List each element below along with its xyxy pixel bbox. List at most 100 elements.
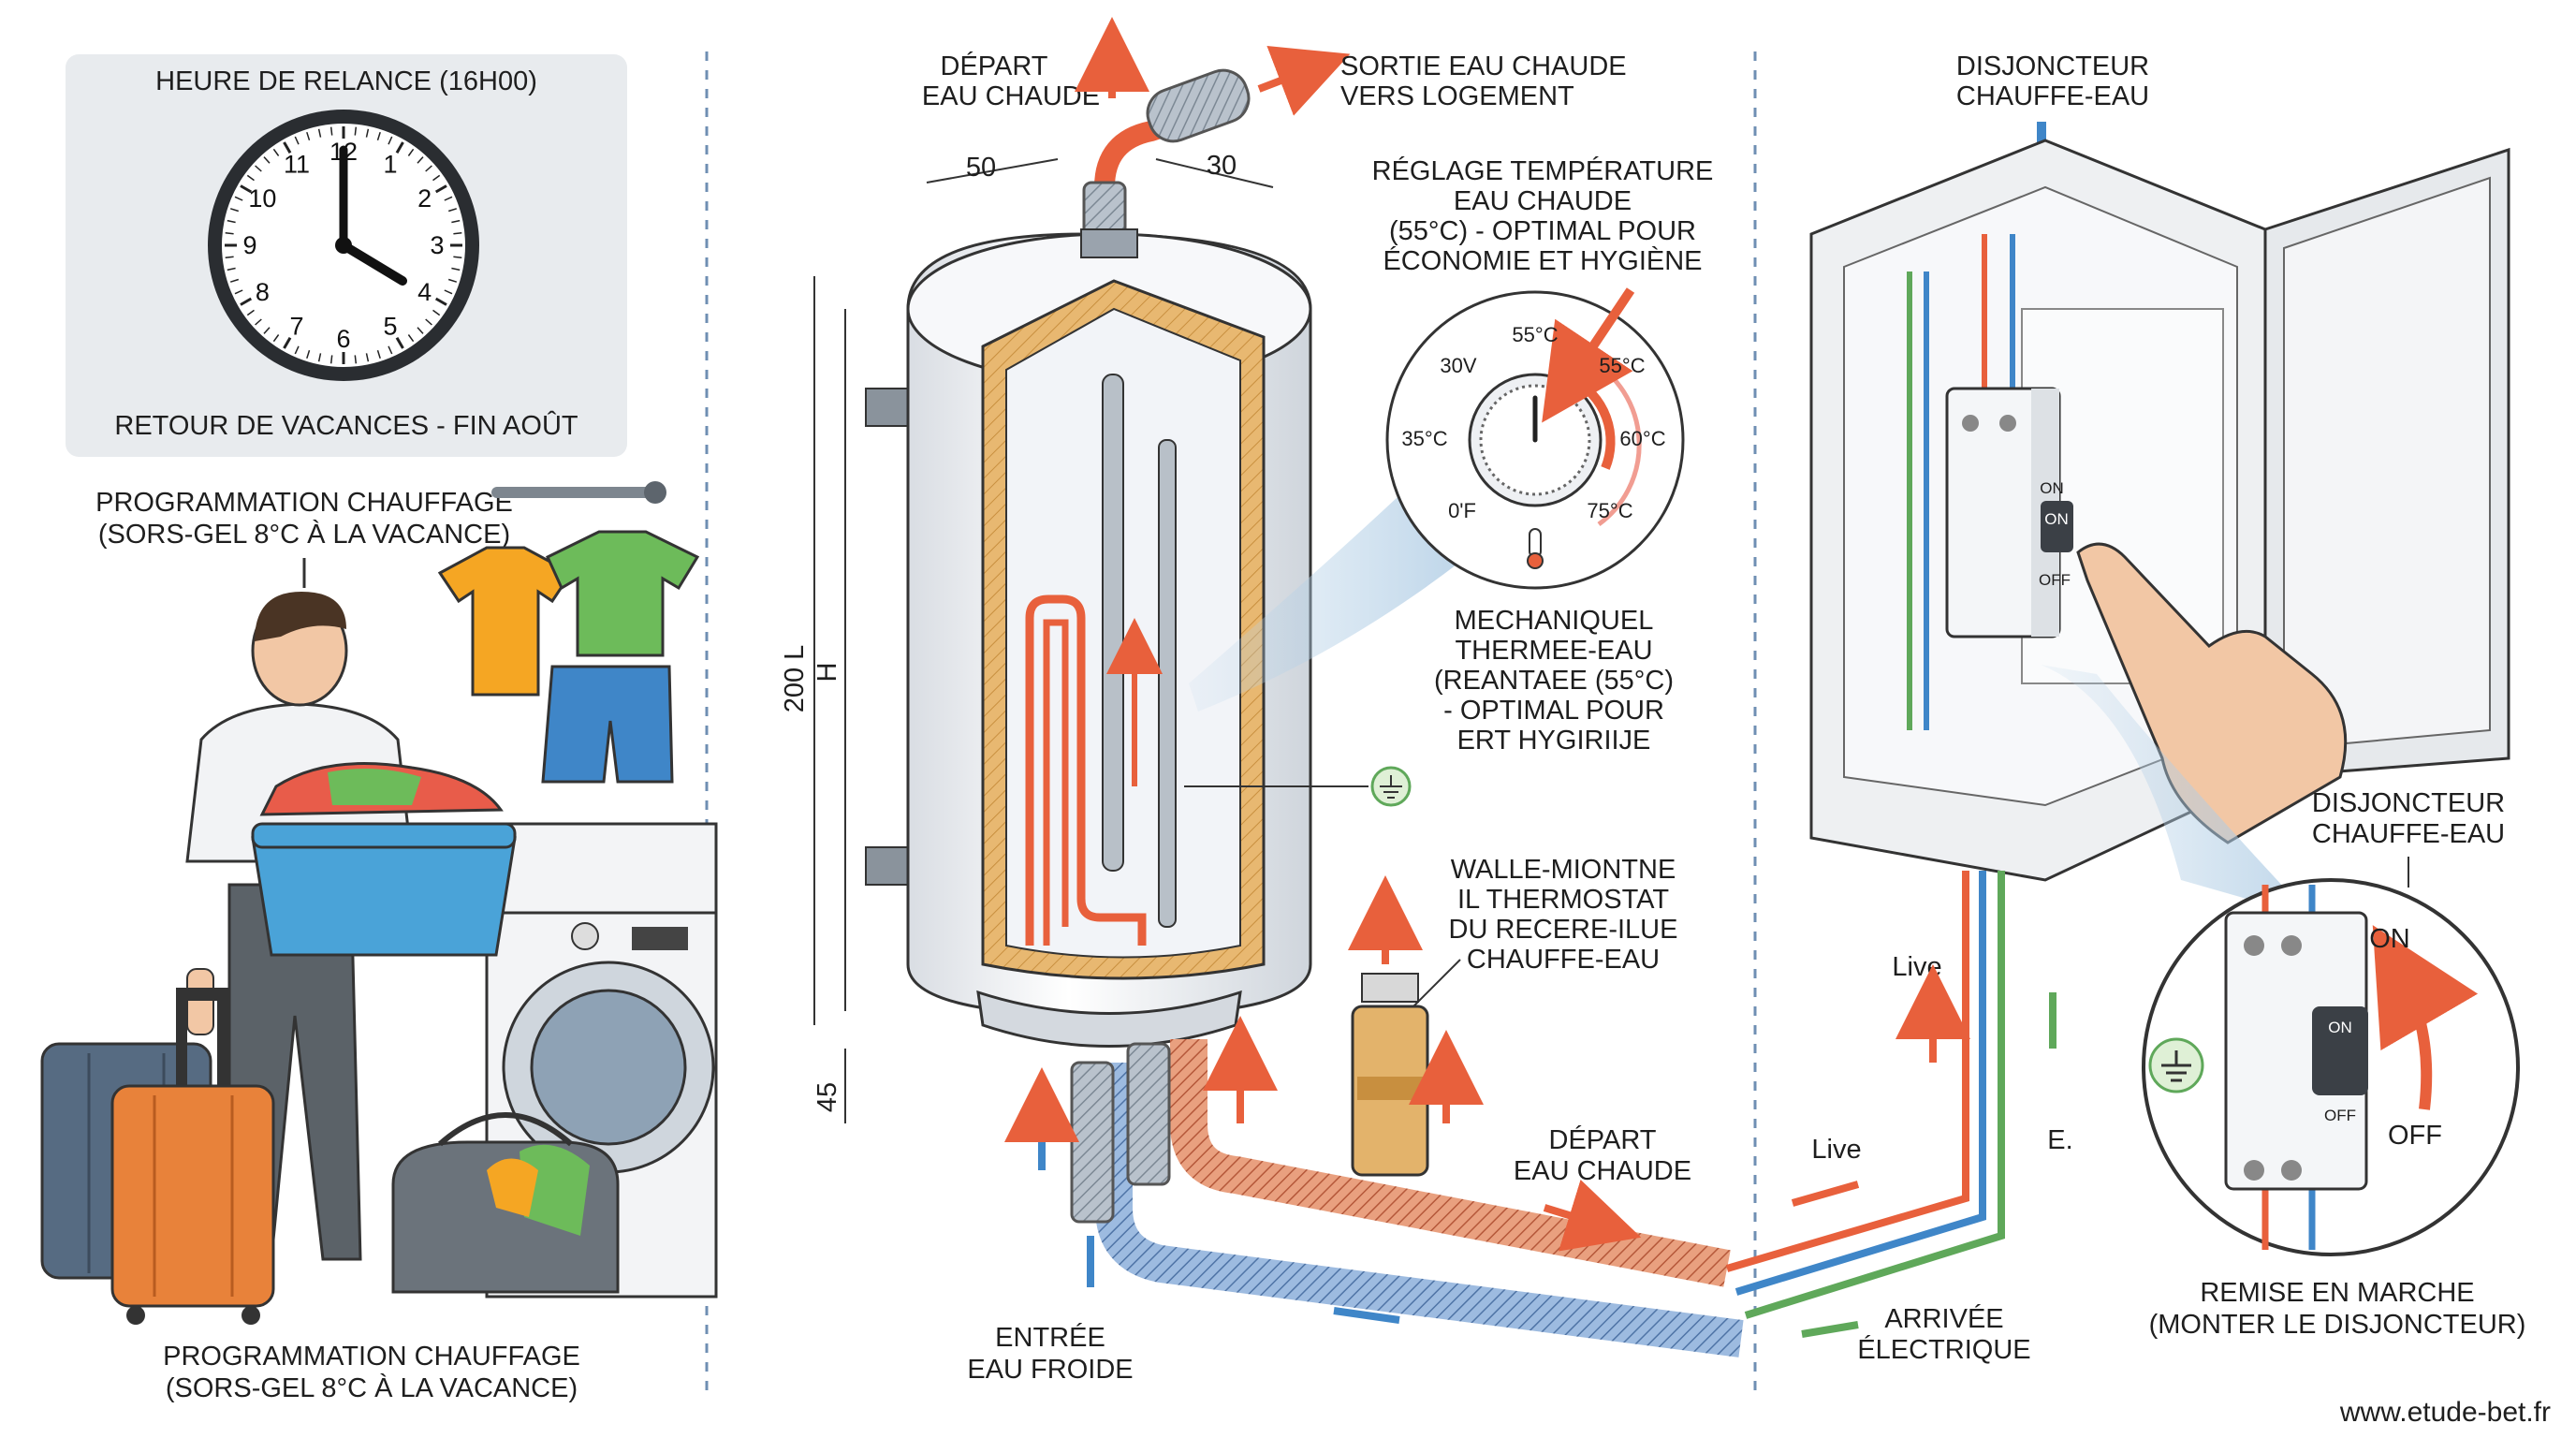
inset-switch-off: OFF [2324, 1107, 2356, 1124]
clock-numeral: 6 [336, 325, 350, 353]
depart-low-line1: DÉPART [1549, 1124, 1657, 1155]
hot-water-hose [1170, 1039, 1731, 1287]
clock-tick [263, 327, 271, 334]
breaker-off-label: OFF [2039, 571, 2071, 589]
live-lower: Live [1811, 1135, 1861, 1165]
clock-tick [317, 353, 322, 362]
sortie-line2: VERS LOGEMENT [1340, 81, 1574, 111]
clock-tick [417, 156, 424, 164]
remise-line2: (MONTER LE DISJONCTEUR) [2149, 1310, 2526, 1340]
mech-line3: (REANTAEE (55°C) [1434, 666, 1674, 696]
person-top-label-line2: (SORS-GEL 8°C À LA VACANCE) [98, 519, 510, 550]
mech-line4: - OPTIMAL POUR [1443, 696, 1664, 726]
clock-tick [227, 267, 236, 271]
breaker-device[interactable]: ON ON OFF [1945, 387, 2073, 638]
clock-tick [395, 141, 404, 154]
reglage-line2: EAU CHAUDE [1454, 186, 1632, 216]
clock-tick [365, 353, 370, 362]
tshirt-orange-icon [437, 546, 574, 697]
earth-label: E. [2047, 1125, 2072, 1155]
breaker-on-label: ON [2040, 479, 2064, 497]
inset-switch-on: ON [2328, 1019, 2352, 1036]
arrow-icon [2372, 925, 2479, 1110]
clock-tick [376, 349, 381, 360]
clock-tick [453, 231, 462, 235]
washing-machine-icon [485, 822, 718, 1299]
clock-tick [451, 219, 461, 224]
mech-line1: MECHANIQUEL [1455, 606, 1654, 636]
clock-panel-caption: RETOUR DE VACANCES - FIN AOÛT [114, 409, 578, 441]
clock-tick [407, 148, 415, 156]
clock-tick [283, 336, 292, 349]
inset-on: ON [2369, 924, 2410, 954]
arrivee-line2: ÉLECTRIQUE [1857, 1334, 2030, 1365]
arrivee-line1: ARRIVÉE [1884, 1303, 2003, 1334]
clock-numeral: 4 [417, 278, 432, 306]
clock-tick [444, 196, 453, 201]
clock-tick [317, 128, 322, 138]
clock-panel-title: HEURE DE RELANCE (16H00) [155, 66, 537, 96]
clock-tick [272, 334, 280, 343]
clock-tick [447, 278, 458, 283]
zoom-beam [2041, 665, 2312, 917]
clock-tick [229, 208, 240, 213]
clock-tick [417, 327, 424, 334]
depart-low-line2: EAU CHAUDE [1514, 1156, 1691, 1186]
clock-tick [329, 355, 333, 364]
dial-55-right: 55°C [1599, 354, 1645, 377]
arrow-icon [1542, 287, 1635, 423]
clock-tick [365, 128, 370, 138]
clock-numeral: 1 [383, 150, 397, 178]
clock-tick [272, 148, 280, 156]
dimension-line [926, 158, 1059, 183]
clock-tick [246, 174, 255, 182]
hot-outlet-hose [1146, 68, 1251, 143]
arrow-icon [1801, 1321, 1859, 1338]
disj-right-line2: CHAUFFE-EAU [2312, 819, 2505, 849]
earth-symbol-icon [2148, 1037, 2204, 1093]
inset-breaker-toggle[interactable] [2312, 1006, 2368, 1095]
clothes-rail-icon [437, 481, 700, 784]
clock-tick [263, 156, 271, 164]
arrow-icon [1333, 1307, 1400, 1324]
clock-tick [240, 297, 253, 306]
dial-60: 60°C [1619, 427, 1665, 450]
clock-tick [306, 349, 311, 360]
clock-tick [376, 131, 381, 141]
earth-symbol-icon [1370, 766, 1412, 807]
clock-tick [434, 184, 447, 194]
clock-tick [354, 126, 358, 136]
clock-tick [246, 309, 255, 316]
shorts-icon [541, 665, 674, 784]
clock-tick [407, 334, 415, 343]
footer-url[interactable]: www.etude-bet.fr [2339, 1397, 2551, 1428]
clock-tick [255, 165, 262, 172]
remise-line1: REMISE EN MARCHE [2200, 1278, 2474, 1308]
dim-h: H [812, 663, 842, 682]
live-upper: Live [1892, 952, 1941, 982]
clock-numeral: 7 [289, 313, 303, 341]
clock-numeral: 9 [242, 231, 256, 259]
dim-50: 50 [966, 153, 996, 183]
reglage-line4: ÉCONOMIE ET HYGIÈNE [1383, 245, 1702, 276]
clock-tick [283, 141, 292, 154]
thermostat-dial: 55°C 30V 55°C 35°C 60°C 0'F 75°C [1385, 287, 1685, 590]
dimension-line [1155, 158, 1274, 188]
clock-tick [425, 165, 432, 172]
clock-numeral: 5 [383, 313, 397, 341]
sortie-line1: SORTIE EAU CHAUDE [1340, 51, 1627, 81]
inset-off: OFF [2388, 1121, 2442, 1151]
anode-rod [1102, 374, 1124, 872]
walle-line1: WALLE-MIONTNE [1451, 855, 1676, 885]
clock-tick [229, 278, 240, 283]
clock-tick [294, 136, 300, 145]
depart-top-line1: DÉPART [941, 51, 1048, 81]
walle-line4: CHAUFFE-EAU [1467, 945, 1660, 975]
breaker-switch-on: ON [2044, 510, 2069, 528]
zoom-beam [1189, 482, 1460, 712]
person-panel: PROGRAMMATION CHAUFFAGE (SORS-GEL 8°C À … [40, 481, 718, 1403]
reglage-line1: RÉGLAGE TEMPÉRATURE [1372, 155, 1714, 186]
walle-line2: IL THERMOSTAT [1457, 885, 1669, 915]
clock-tick [234, 289, 243, 295]
duffel-bag-icon [391, 1112, 620, 1294]
